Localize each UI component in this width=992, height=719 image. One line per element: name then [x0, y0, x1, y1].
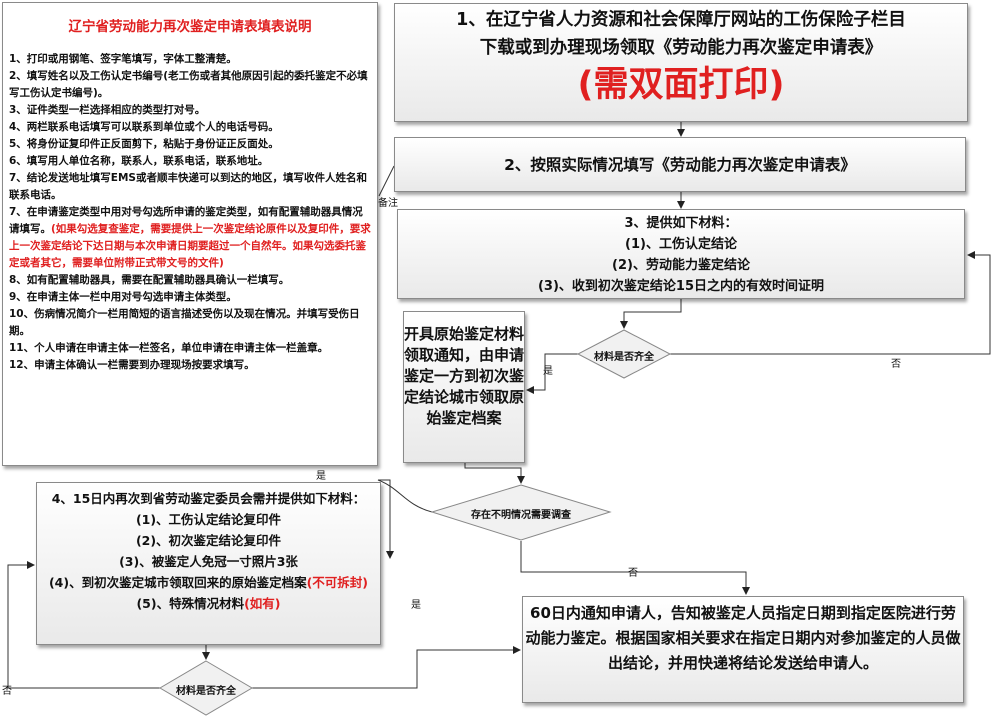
- step4-item-red-note: (如有): [244, 596, 281, 611]
- step4-item-red-note: (不可拆封): [306, 575, 369, 590]
- step1-line2: 下载或到办理现场领取《劳动能力再次鉴定申请表》: [479, 38, 883, 58]
- decision-unclear-investigation-shape: [430, 484, 612, 541]
- edge-label-note: 备注: [378, 198, 398, 209]
- instruction-item-text: 7、在申请鉴定类型中用对号勾选所申请的鉴定类型，如有配置辅助器具情况请填写。: [9, 206, 363, 235]
- instruction-item: 8、如有配置辅助器具，需要在配置辅助器具确认一栏填写。: [9, 274, 290, 286]
- final-step-box: 60日内通知申请人，告知被鉴定人员指定日期到指定医院进行劳动能力鉴定。根据国家相…: [522, 596, 964, 703]
- instruction-item: 6、填写用人单位名称，联系人，联系电话，联系地址。: [9, 155, 269, 167]
- edge-label-no: 否: [891, 359, 901, 370]
- step3-item: (1)、工伤认定结论: [625, 237, 737, 252]
- instruction-item: 5、将身份证复印件正反面剪下，粘贴于身份证正反面处。: [9, 138, 279, 150]
- edge-label-no: 否: [2, 686, 12, 697]
- instruction-item: 11、个人申请在申请主体一栏签名，单位申请在申请主体一栏盖章。: [9, 342, 329, 354]
- decision-materials-complete-label: 材料是否齐全: [594, 352, 654, 363]
- original-materials-box: 开具原始鉴定材料领取通知，由申请鉴定一方到初次鉴定结论城市领取原始鉴定档案: [403, 311, 525, 463]
- instructions-title: 辽宁省劳动能力再次鉴定申请表填表说明: [68, 19, 312, 35]
- step4-item: (5)、特殊情况材料(如有): [37, 593, 380, 614]
- step3-item: (2)、劳动能力鉴定结论: [612, 258, 750, 273]
- step4-item: (1)、工伤认定结论复印件: [135, 512, 282, 527]
- instruction-item: 4、两栏联系电话填写可以联系到单位或个人的电话号码。: [9, 121, 279, 133]
- edge-label-no: 否: [628, 568, 638, 579]
- instruction-item: 10、伤病情况简介一栏用简短的语言描述受伤以及现在情况。并填写受伤日期。: [9, 308, 360, 337]
- step4-item-text: (5)、特殊情况材料: [136, 596, 245, 611]
- instructions-panel: 辽宁省劳动能力再次鉴定申请表填表说明 1、打印或用钢笔、签字笔填写，字体工整清楚…: [2, 2, 378, 466]
- instruction-item: 9、在申请主体一栏中用对号勾选申请主体类型。: [9, 291, 237, 303]
- step4-item: (2)、初次鉴定结论复印件: [135, 533, 282, 548]
- instruction-item: 1、打印或用钢笔、签字笔填写，字体工整清楚。: [9, 53, 237, 65]
- edge-label-yes: 是: [411, 600, 421, 611]
- instruction-item: 7、结论发送地址填写EMS或者顺丰快递可以到达的地区，填写收件人姓名和联系电话。: [9, 172, 367, 201]
- step4-box: 4、15日内再次到省劳动鉴定委员会需并提供如下材料： (1)、工伤认定结论复印件…: [36, 482, 381, 645]
- step4-item-text: (4)、到初次鉴定城市领取回来的原始鉴定档案: [48, 575, 307, 590]
- instructions-list: 1、打印或用钢笔、签字笔填写，字体工整清楚。 2、填写姓名以及工伤认定书编号(老…: [9, 51, 371, 374]
- step4-heading: 4、15日内再次到省劳动鉴定委员会需并提供如下材料：: [51, 491, 366, 506]
- step1-double-sided-note: (需双面打印): [577, 65, 785, 105]
- step1-box: 1、在辽宁省人力资源和社会保障厅网站的工伤保险子栏目 下载或到办理现场领取《劳动…: [394, 3, 968, 122]
- instruction-item: 12、申请主体确认一栏需要到办理现场按要求填写。: [9, 359, 255, 371]
- step4-item: (4)、到初次鉴定城市领取回来的原始鉴定档案(不可拆封): [37, 572, 380, 593]
- instruction-item: 2、填写姓名以及工伤认定书编号(老工伤或者其他原因引起的委托鉴定不必填写工伤认定…: [9, 70, 368, 99]
- step3-heading: 3、提供如下材料：: [624, 216, 738, 231]
- instruction-item: 3、证件类型一栏选择相应的类型打对号。: [9, 104, 206, 116]
- edge-label-yes: 是: [543, 366, 553, 377]
- decision-materials-complete-2-label: 材料是否齐全: [176, 686, 236, 697]
- step2-box: 2、按照实际情况填写《劳动能力再次鉴定申请表》: [394, 137, 966, 192]
- edge-label-yes: 是: [316, 471, 326, 482]
- instruction-item: 7、在申请鉴定类型中用对号勾选所申请的鉴定类型，如有配置辅助器具情况请填写。(如…: [9, 204, 371, 272]
- step3-item: (3)、收到初次鉴定结论15日之内的有效时间证明: [537, 279, 825, 294]
- step1-line1: 1、在辽宁省人力资源和社会保障厅网站的工伤保险子栏目: [456, 10, 906, 30]
- step4-item: (3)、被鉴定人免冠一寸照片3张: [119, 554, 298, 569]
- decision-unclear-investigation-label: 存在不明情况需要调查: [471, 510, 571, 521]
- step3-box: 3、提供如下材料： (1)、工伤认定结论 (2)、劳动能力鉴定结论 (3)、收到…: [397, 209, 965, 299]
- decision-materials-complete-shape: [576, 329, 672, 379]
- decision-materials-complete-2-shape: [159, 660, 253, 716]
- instruction-item-red-note: (如果勾选复查鉴定，需要提供上一次鉴定结论原件以及复印件，要求上一次鉴定结论下达…: [9, 223, 371, 269]
